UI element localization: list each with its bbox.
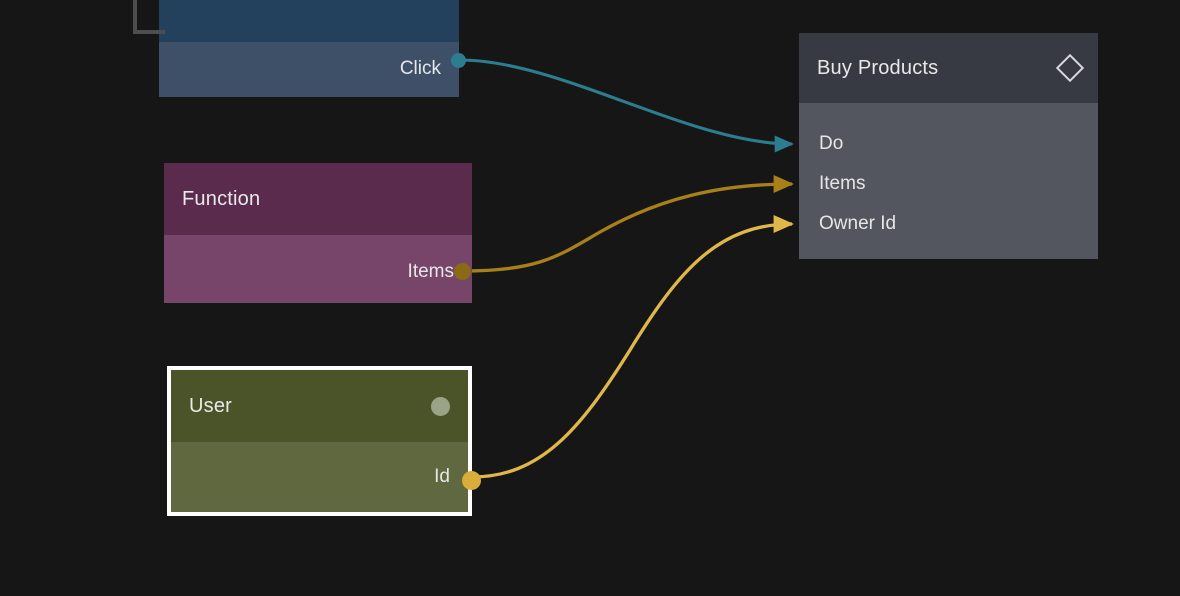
node-function[interactable]: Function Items [164, 163, 472, 303]
output-port-items-label: Items [407, 261, 454, 282]
node-function-header[interactable]: Function [164, 163, 472, 235]
node-function-body: Items [164, 235, 472, 303]
node-user-header[interactable]: User [171, 370, 468, 442]
input-port-items-label: Items [819, 173, 866, 194]
diamond-icon [1055, 53, 1085, 83]
node-event-header[interactable] [159, 0, 459, 42]
marquee-corner-bracket [133, 0, 165, 34]
node-function-title: Function [182, 187, 261, 210]
input-port-do-label: Do [819, 133, 844, 154]
output-port-id-label: Id [434, 466, 450, 487]
node-action-body: Do Items Owner Id [799, 103, 1098, 259]
edge-items-to-items [463, 175, 795, 273]
output-port-id[interactable]: Id [434, 466, 468, 488]
output-port-click[interactable]: Click [400, 58, 459, 80]
edge-id-to-owner-id [471, 215, 795, 479]
output-dot-id[interactable] [462, 471, 481, 490]
input-port-owner-id-label: Owner Id [819, 213, 897, 234]
node-action-title: Buy Products [817, 56, 939, 79]
edge-click-to-do [459, 58, 794, 153]
output-port-click-label: Click [399, 58, 441, 79]
input-port-do[interactable]: Do [799, 133, 843, 155]
output-dot-click[interactable] [451, 53, 466, 68]
node-action[interactable]: Buy Products Do Items Owner Id [799, 33, 1098, 259]
node-user[interactable]: User Id [167, 366, 481, 516]
input-port-owner-id[interactable]: Owner Id [799, 213, 896, 235]
node-user-title: User [189, 394, 233, 417]
circle-badge-icon [431, 396, 450, 416]
output-dot-items[interactable] [454, 263, 471, 280]
node-user-body: Id [171, 442, 468, 512]
node-action-header[interactable]: Buy Products [799, 33, 1098, 103]
input-port-items[interactable]: Items [799, 173, 865, 195]
output-port-items[interactable]: Items [408, 261, 472, 283]
node-event-body: Click [159, 42, 459, 97]
node-event[interactable]: Click [159, 0, 466, 97]
